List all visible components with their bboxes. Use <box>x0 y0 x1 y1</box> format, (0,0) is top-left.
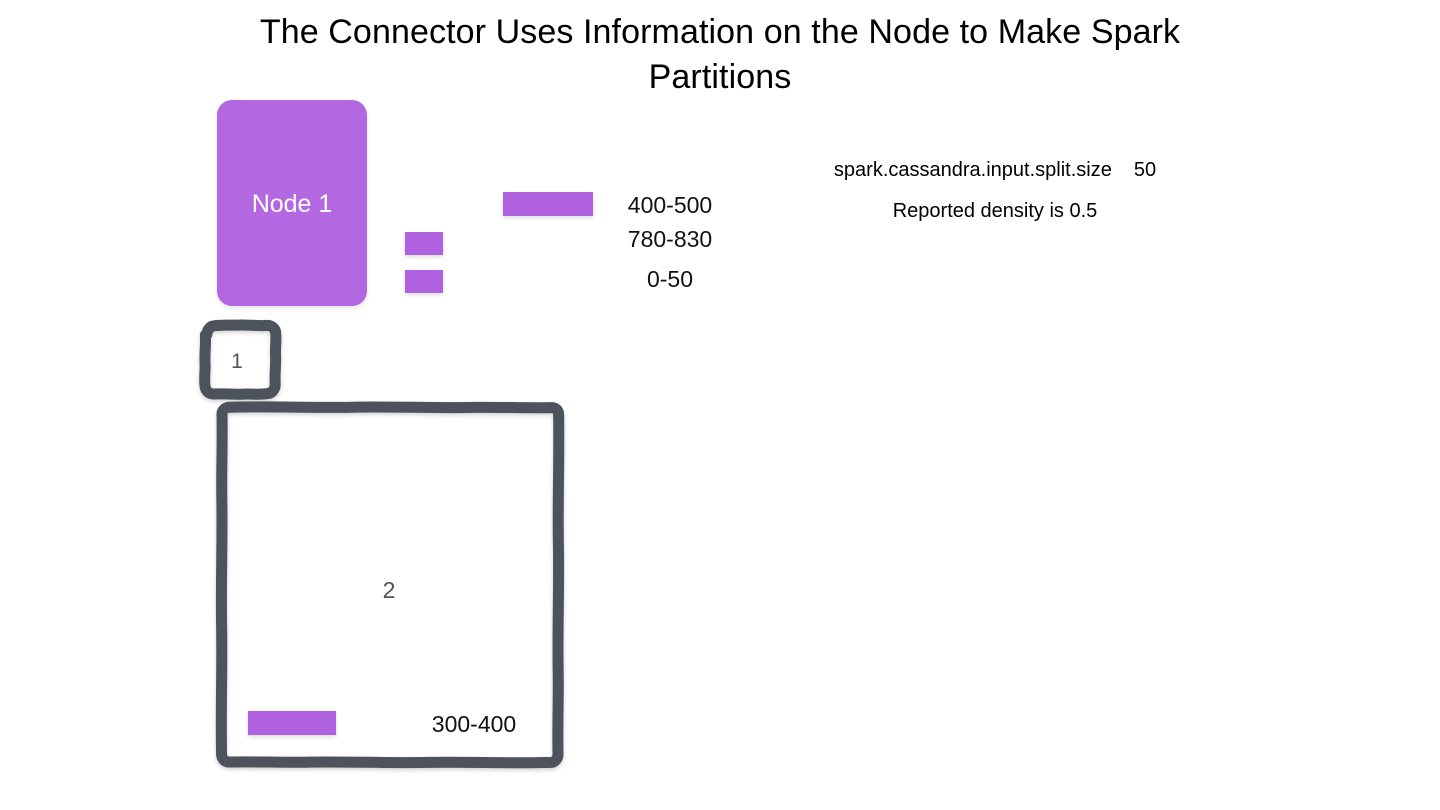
config-value-split-size: 50 <box>1133 159 1157 181</box>
partition-box-2: 2 <box>214 401 565 777</box>
partition-2-sketch-border <box>215 401 565 769</box>
config-block: spark.cassandra.input.split.size 50 Repor… <box>760 150 1230 232</box>
token-range-bar-400-500 <box>503 192 593 216</box>
token-range-label-400-500: 400-500 <box>627 192 713 218</box>
partition-box-1: 1 <box>198 319 284 406</box>
node-card: Node 1 <box>217 100 367 306</box>
token-range-label-300-400: 300-400 <box>431 711 517 737</box>
config-key-density: Reported density is 0.5 <box>892 200 1098 222</box>
partition-1-sketch-border <box>199 319 282 400</box>
token-range-label-0-50: 0-50 <box>646 266 694 292</box>
partition-2-fill <box>225 413 553 765</box>
token-range-bar-780-830 <box>405 232 443 255</box>
config-line-split-size: spark.cassandra.input.split.size 50 <box>760 150 1230 191</box>
partition-1-fill <box>209 331 271 393</box>
page-title: The Connector Uses Information on the No… <box>259 13 1181 96</box>
token-range-label-780-830: 780-830 <box>627 226 713 252</box>
token-range-bar-0-50 <box>405 270 443 293</box>
config-key-split-size: spark.cassandra.input.split.size <box>833 159 1112 181</box>
partition-2-number: 2 <box>382 577 396 603</box>
node-label: Node 1 <box>251 190 333 218</box>
partition-1-number: 1 <box>231 350 243 373</box>
token-range-bar-300-400 <box>248 711 336 735</box>
config-line-density: Reported density is 0.5 <box>760 191 1230 232</box>
